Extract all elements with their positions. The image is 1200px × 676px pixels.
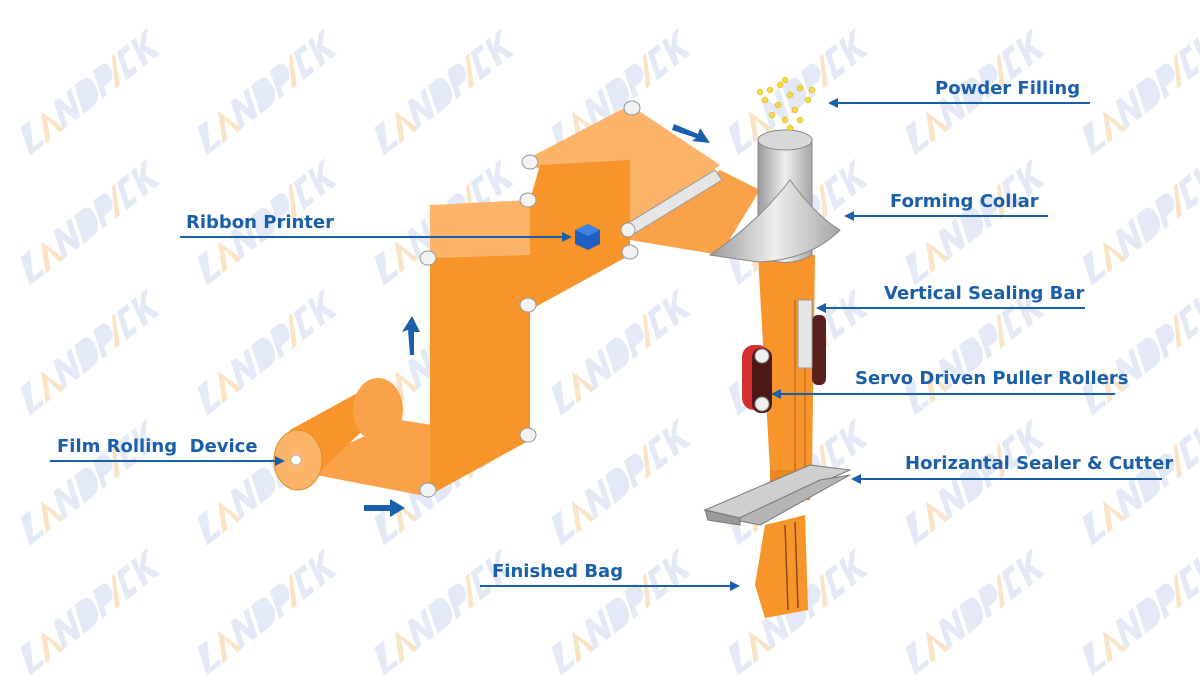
watermark-logo	[543, 288, 696, 416]
watermark-logo	[1074, 158, 1200, 286]
label-vertical-sealing-bar: Vertical Sealing Bar	[884, 283, 1085, 304]
watermark-logo	[12, 548, 165, 676]
label-finished-bag: Finished Bag	[492, 561, 624, 582]
callout-lines	[50, 98, 1162, 591]
watermark-logo	[189, 288, 342, 416]
label-horizontal-sealer: Horizantal Sealer & Cutter	[905, 453, 1174, 474]
film-roll	[273, 378, 403, 491]
watermark-logo	[897, 548, 1050, 676]
ribbon-printer	[575, 224, 600, 250]
flow-arrows	[364, 124, 710, 517]
label-forming-collar: Forming Collar	[890, 191, 1039, 212]
film-web	[290, 105, 815, 618]
label-ribbon-printer: Ribbon Printer	[186, 212, 334, 233]
idler-rollers	[419, 100, 723, 498]
watermark-logo	[189, 548, 342, 676]
label-servo-rollers: Servo Driven Puller Rollers	[855, 368, 1129, 389]
watermark-logo	[12, 28, 165, 156]
label-film-rolling: Film Rolling Device	[57, 436, 258, 457]
vertical-sealing-bar	[797, 299, 826, 385]
watermark-logo	[1074, 288, 1200, 416]
puller-rollers	[742, 345, 772, 413]
watermark-logo	[897, 158, 1050, 286]
horizontal-sealer	[703, 464, 852, 526]
watermark-logo	[897, 418, 1050, 546]
watermark-logo	[1074, 28, 1200, 156]
watermark-logo	[189, 28, 342, 156]
watermark-logo	[1074, 548, 1200, 676]
watermark-logo	[12, 158, 165, 286]
watermark-logo	[1074, 418, 1200, 546]
powder-particles	[756, 76, 816, 132]
watermark-logo	[543, 418, 696, 546]
label-powder-filling: Powder Filling	[935, 78, 1081, 99]
watermark-logo	[12, 288, 165, 416]
watermark-logo	[366, 28, 519, 156]
forming-collar	[708, 129, 841, 263]
